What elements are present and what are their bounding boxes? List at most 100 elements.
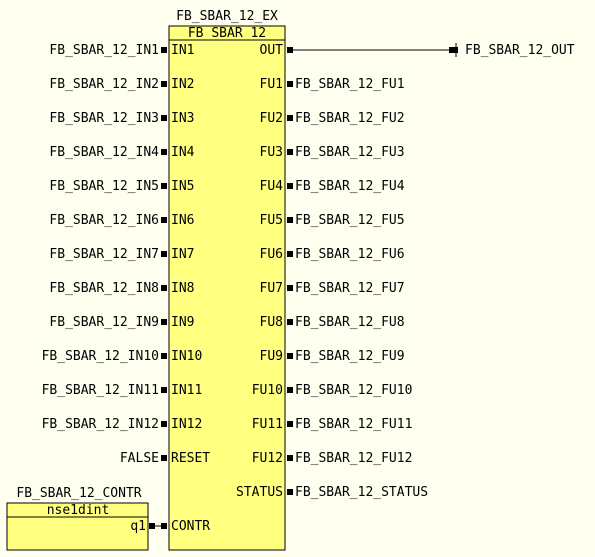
input-port-label: IN9 — [171, 315, 194, 330]
input-signal-label[interactable]: FB_SBAR_12_IN1 — [49, 43, 159, 58]
input-pin[interactable]: IN3 FB_SBAR_12_IN3 — [49, 111, 194, 126]
input-pin[interactable]: IN4 FB_SBAR_12_IN4 — [49, 145, 194, 160]
input-port-label: IN6 — [171, 213, 194, 228]
input-pin[interactable]: IN8 FB_SBAR_12_IN8 — [49, 281, 194, 296]
input-pin[interactable]: IN2 FB_SBAR_12_IN2 — [49, 77, 194, 92]
pin-connector — [161, 455, 167, 461]
input-pin[interactable]: IN6 FB_SBAR_12_IN6 — [49, 213, 194, 228]
output-pin[interactable]: FU3 FB_SBAR_12_FU3 — [260, 145, 405, 160]
output-signal-label[interactable]: FB_SBAR_12_FU9 — [295, 349, 405, 364]
pin-connector — [287, 319, 293, 325]
pin-connector — [161, 251, 167, 257]
main-block-body[interactable] — [168, 25, 286, 551]
pin-connector — [287, 387, 293, 393]
output-pin[interactable]: FU11 FB_SBAR_12_FU11 — [252, 417, 413, 432]
input-port-label: IN1 — [171, 43, 194, 58]
output-port-label: FU7 — [260, 281, 283, 296]
input-pin[interactable]: IN5 FB_SBAR_12_IN5 — [49, 179, 194, 194]
input-signal-label[interactable]: FALSE — [120, 451, 159, 466]
output-signal-label[interactable]: FB_SBAR_12_FU1 — [295, 77, 405, 92]
input-pin[interactable]: IN10 FB_SBAR_12_IN10 — [42, 349, 203, 364]
contr-function-block[interactable]: FB_SBAR_12_CONTR nse1dint q1 — [6, 486, 161, 551]
output-port-label: FU10 — [252, 383, 283, 398]
input-signal-label[interactable]: FB_SBAR_12_IN2 — [49, 77, 159, 92]
pin-connector — [287, 353, 293, 359]
output-signal-label[interactable]: FB_SBAR_12_STATUS — [295, 485, 428, 500]
output-port-label: FU12 — [252, 451, 283, 466]
output-signal-label[interactable]: FB_SBAR_12_FU4 — [295, 179, 405, 194]
output-signal-label[interactable]: FB_SBAR_12_OUT — [465, 43, 575, 58]
output-signal-label[interactable]: FB_SBAR_12_FU10 — [295, 383, 412, 398]
output-signal-label[interactable]: FB_SBAR_12_FU3 — [295, 145, 405, 160]
pin-connector — [161, 523, 167, 529]
output-pin[interactable]: FU10 FB_SBAR_12_FU10 — [252, 383, 413, 398]
output-pin[interactable]: FU6 FB_SBAR_12_FU6 — [260, 247, 405, 262]
contr-block-body[interactable] — [6, 502, 149, 551]
output-port-label: STATUS — [236, 485, 283, 500]
input-port-label: IN3 — [171, 111, 194, 126]
input-port-label: IN12 — [171, 417, 202, 432]
output-port-label: FU8 — [260, 315, 283, 330]
pin-connector — [149, 523, 155, 529]
output-port-label: OUT — [260, 43, 284, 58]
input-signal-label[interactable]: FB_SBAR_12_IN4 — [49, 145, 159, 160]
output-pin[interactable]: FU1 FB_SBAR_12_FU1 — [260, 77, 405, 92]
pin-connector — [161, 47, 167, 53]
output-pin-out[interactable]: OUT FB_SBAR_12_OUT — [260, 43, 575, 58]
pin-connector — [161, 183, 167, 189]
pin-connector — [287, 421, 293, 427]
input-pin[interactable]: IN7 FB_SBAR_12_IN7 — [49, 247, 194, 262]
input-pin-contr[interactable]: CONTR — [161, 519, 210, 534]
output-pin[interactable]: FU5 FB_SBAR_12_FU5 — [260, 213, 405, 228]
output-port-label: FU5 — [260, 213, 283, 228]
output-port-label: FU9 — [260, 349, 283, 364]
output-signal-label[interactable]: FB_SBAR_12_FU8 — [295, 315, 405, 330]
input-signal-label[interactable]: FB_SBAR_12_IN9 — [49, 315, 159, 330]
input-pin[interactable]: IN9 FB_SBAR_12_IN9 — [49, 315, 194, 330]
input-port-label: IN11 — [171, 383, 202, 398]
pin-connector — [287, 455, 293, 461]
input-signal-label[interactable]: FB_SBAR_12_IN5 — [49, 179, 159, 194]
output-pin[interactable]: FU12 FB_SBAR_12_FU12 — [252, 451, 413, 466]
pin-connector — [287, 149, 293, 155]
output-pin[interactable]: FU4 FB_SBAR_12_FU4 — [260, 179, 405, 194]
output-pin[interactable]: FU9 FB_SBAR_12_FU9 — [260, 349, 405, 364]
pin-connector — [287, 217, 293, 223]
input-signal-label[interactable]: FB_SBAR_12_IN6 — [49, 213, 159, 228]
input-port-label: IN2 — [171, 77, 194, 92]
input-pin[interactable]: IN11 FB_SBAR_12_IN11 — [42, 383, 203, 398]
input-port-label: IN5 — [171, 179, 194, 194]
output-pin[interactable]: FU8 FB_SBAR_12_FU8 — [260, 315, 405, 330]
output-pin[interactable]: FU7 FB_SBAR_12_FU7 — [260, 281, 405, 296]
output-port-label: FU4 — [260, 179, 284, 194]
input-pin[interactable]: IN12 FB_SBAR_12_IN12 — [42, 417, 203, 432]
contr-block-instance-name: FB_SBAR_12_CONTR — [16, 486, 141, 501]
input-signal-label[interactable]: FB_SBAR_12_IN10 — [42, 349, 159, 364]
main-function-block[interactable]: FB_SBAR_12_EX FB_SBAR_12 — [168, 9, 286, 551]
input-signal-label[interactable]: FB_SBAR_12_IN8 — [49, 281, 159, 296]
input-signal-label[interactable]: FB_SBAR_12_IN3 — [49, 111, 159, 126]
input-port-label: IN8 — [171, 281, 194, 296]
pin-connector — [287, 81, 293, 87]
output-signal-label[interactable]: FB_SBAR_12_FU5 — [295, 213, 405, 228]
output-port-label: FU1 — [260, 77, 283, 92]
input-signal-label[interactable]: FB_SBAR_12_IN7 — [49, 247, 159, 262]
input-signal-label[interactable]: FB_SBAR_12_IN11 — [42, 383, 159, 398]
output-signal-label[interactable]: FB_SBAR_12_FU12 — [295, 451, 412, 466]
output-pin-status[interactable]: STATUS FB_SBAR_12_STATUS — [236, 485, 428, 500]
pin-connector — [161, 149, 167, 155]
output-signal-label[interactable]: FB_SBAR_12_FU6 — [295, 247, 405, 262]
input-port-label: RESET — [171, 451, 210, 466]
output-signal-label[interactable]: FB_SBAR_12_FU7 — [295, 281, 405, 296]
pin-connector — [161, 421, 167, 427]
output-pin[interactable]: FU2 FB_SBAR_12_FU2 — [260, 111, 405, 126]
main-block-instance-name: FB_SBAR_12_EX — [176, 9, 278, 24]
pin-connector — [161, 319, 167, 325]
input-pin[interactable]: IN1 FB_SBAR_12_IN1 — [49, 43, 194, 58]
pin-connector — [161, 353, 167, 359]
output-signal-label[interactable]: FB_SBAR_12_FU2 — [295, 111, 405, 126]
input-pin-reset[interactable]: RESET FALSE — [120, 451, 210, 466]
input-signal-label[interactable]: FB_SBAR_12_IN12 — [42, 417, 159, 432]
output-signal-label[interactable]: FB_SBAR_12_FU11 — [295, 417, 412, 432]
